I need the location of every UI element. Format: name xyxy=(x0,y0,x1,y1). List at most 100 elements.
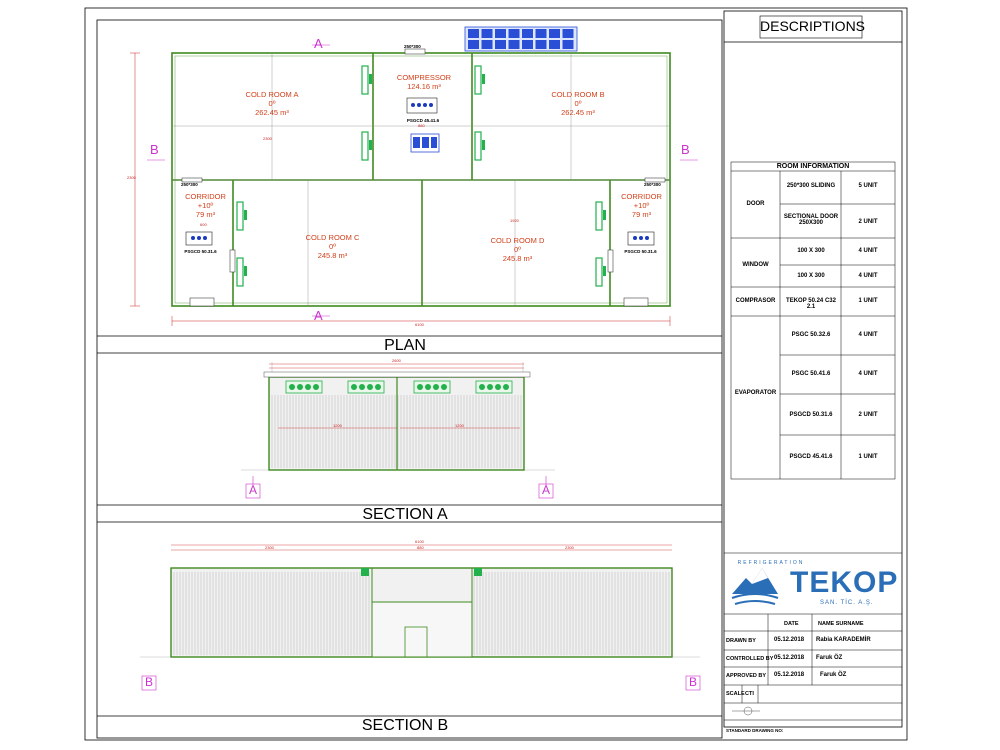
room-info-desc: 100 X 300 xyxy=(797,273,825,279)
room-info-desc: 250*300 SLIDING xyxy=(786,183,836,189)
evaporator-fan xyxy=(495,384,501,390)
condenser-fan xyxy=(549,40,560,49)
section-b-mark-left: B xyxy=(145,675,154,689)
room-info-qty: 4 UNIT xyxy=(858,371,878,377)
section-b-dim-overall: 6100 xyxy=(415,539,424,544)
tb-row-label: DRAWN BY xyxy=(726,638,756,644)
room-info-cat-window: WINDOW xyxy=(742,262,769,268)
section-a-dim-right: 1200 xyxy=(455,423,464,428)
room-info-desc: PSGC 50.32.6 xyxy=(791,332,831,338)
tb-row-name: Rabia KARADEMİR xyxy=(816,637,871,643)
room-info-qty: 1 UNIT xyxy=(858,454,878,460)
condenser-fan xyxy=(522,40,533,49)
room-info-cat-evaporator: EVAPORATOR xyxy=(734,390,777,396)
tb-row-label: APPROVED BY xyxy=(726,673,767,679)
evap-label-corridor-left: PSGCD 50.31.6 xyxy=(184,249,217,254)
logo-brand: TEKOP xyxy=(790,566,899,599)
evaporator-fan xyxy=(441,384,447,390)
tb-scale-label: SCALE xyxy=(726,691,745,697)
tb-col-name: NAME SURNAME xyxy=(818,621,864,627)
condenser-fan xyxy=(508,40,520,49)
dim-overall-plan: 6100 xyxy=(415,322,424,327)
evaporator-fan xyxy=(313,384,319,390)
evaporator-fan xyxy=(297,384,303,390)
section-a-mark-left: A xyxy=(249,483,258,497)
section-b-view-title: SECTION B xyxy=(361,717,449,734)
condenser-fan xyxy=(549,29,560,38)
tb-footer: STANDARD DRAWING NO: xyxy=(726,728,784,733)
evap-label-compressor: PSGCD 45.41.6 xyxy=(406,118,440,123)
descriptions-title: DESCRIPTIONS xyxy=(760,18,866,34)
logo-arc-text: REFRIGERATION xyxy=(737,560,805,566)
room-info-qty: 4 UNIT xyxy=(858,273,878,279)
condenser-fan xyxy=(481,40,493,49)
condenser-fan xyxy=(495,40,506,49)
room-info-cat-compressor: COMPRASOR xyxy=(735,298,776,304)
section-a-dim-left: 1200 xyxy=(333,423,342,428)
condenser-fan xyxy=(535,29,547,38)
room-info-qty: 1 UNIT xyxy=(858,298,878,304)
section-b-dim-mid: 880 xyxy=(417,545,424,550)
evaporator-fan xyxy=(479,384,485,390)
room-info-cat-door: DOOR xyxy=(746,201,765,207)
room-info-desc: PSGC 50.41.6 xyxy=(791,371,831,377)
tb-scale-value: CTI xyxy=(745,691,754,697)
door-label-left: 250*300 xyxy=(181,182,198,187)
tb-row-date: 05.12.2018 xyxy=(774,637,805,643)
room-info-desc: SECTIONAL DOOR 250X300 xyxy=(783,214,839,226)
room-info-qty: 4 UNIT xyxy=(858,332,878,338)
section-b-dim-left: 2300 xyxy=(265,545,274,550)
room-info-qty: 5 UNIT xyxy=(858,183,878,189)
section-mark-b-right: B xyxy=(681,142,690,157)
evaporator-fan xyxy=(425,384,431,390)
room-info-desc: PSGCD 45.41.6 xyxy=(789,454,833,460)
evaporator-fan xyxy=(487,384,493,390)
tb-row-date: 05.12.2018 xyxy=(774,655,805,661)
room-info-desc: PSGCD 50.31.6 xyxy=(789,412,833,418)
condenser-fan xyxy=(481,29,493,38)
dim-corr: 600 xyxy=(200,222,207,227)
room-info-qty: 2 UNIT xyxy=(858,219,878,225)
condenser-fan xyxy=(508,29,520,38)
evaporator-fan xyxy=(375,384,381,390)
door-label-top: 250*300 xyxy=(404,44,421,49)
evaporator-fan xyxy=(351,384,357,390)
condenser-fan xyxy=(562,40,574,49)
section-a-dim-overall: 2600 xyxy=(392,358,401,363)
section-b-mark-right: B xyxy=(689,675,698,689)
evaporator-fan xyxy=(417,384,423,390)
section-a-view-title: SECTION A xyxy=(362,506,448,523)
evaporator-fan xyxy=(503,384,509,390)
condenser-fan xyxy=(468,40,479,49)
room-info-desc: TEKOP 50.24 C32 2.1 xyxy=(786,298,836,310)
evaporator-fan xyxy=(359,384,365,390)
room-info-desc: 100 X 300 xyxy=(797,248,825,254)
condenser-fan xyxy=(535,40,547,49)
room-info-title: ROOM INFORMATION xyxy=(776,163,850,170)
section-mark-a-top: A xyxy=(314,36,323,51)
tb-row-name: Faruk ÖZ xyxy=(816,655,843,661)
tb-col-date: DATE xyxy=(784,621,799,627)
room-info-qty: 4 UNIT xyxy=(858,248,878,254)
dim-room-ab: 2300 xyxy=(263,136,272,141)
condenser-fan xyxy=(468,29,479,38)
door-label-right: 250*300 xyxy=(644,182,661,187)
evaporator-fan xyxy=(367,384,373,390)
section-mark-a-bottom: A xyxy=(314,308,323,323)
section-b-dim-right: 2300 xyxy=(565,545,574,550)
section-a-mark-right: A xyxy=(542,483,551,497)
logo-sub: SAN. TİC. A.Ş. xyxy=(820,600,874,606)
dim-height-plan: 2300 xyxy=(127,175,136,180)
condenser-fan xyxy=(495,29,506,38)
condenser-fan xyxy=(522,29,533,38)
section-mark-b-left: B xyxy=(150,142,159,157)
tb-row-date: 05.12.2018 xyxy=(774,672,805,678)
condenser-fan xyxy=(562,29,574,38)
